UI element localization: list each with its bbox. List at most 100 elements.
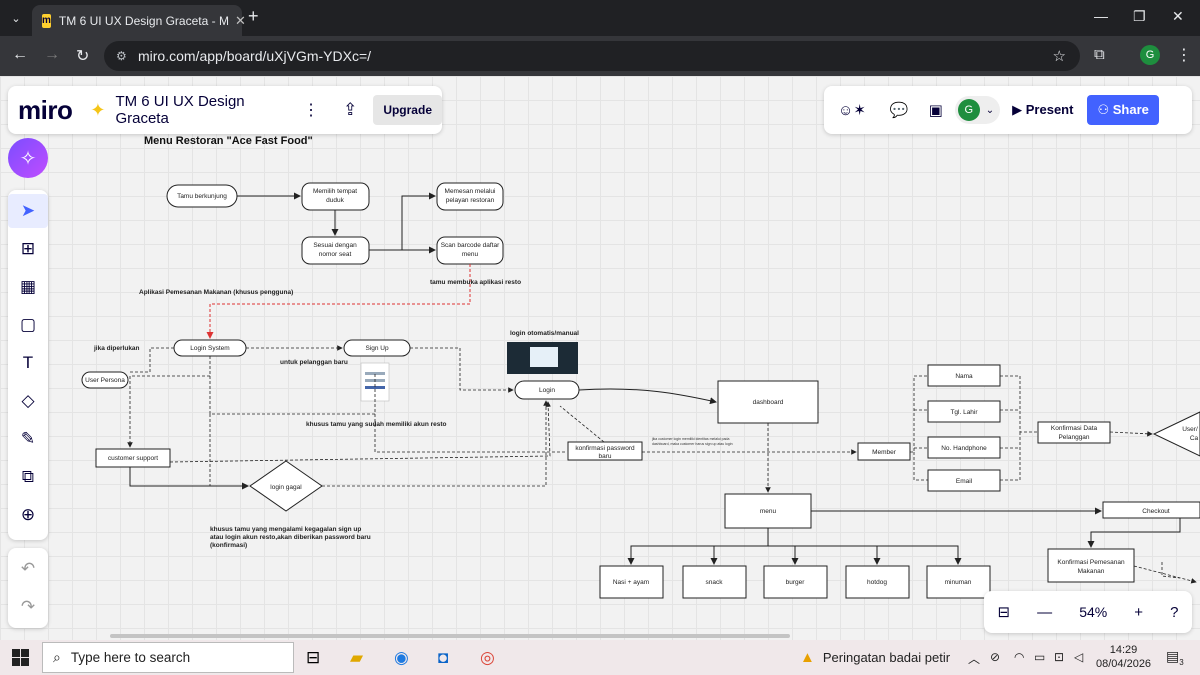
zoom-in-icon[interactable]: + [1134, 603, 1144, 621]
note-jika-diperlukan: jika diperlukan [93, 345, 140, 352]
node-nama [927, 364, 1001, 387]
windows-taskbar: ⌕ Type here to search ⊟ ▰ ◉ ◘ ◎ ▲ Pering… [0, 640, 1200, 675]
node-konfirmasi-pesanan [1047, 548, 1135, 583]
new-tab-icon[interactable]: + [248, 6, 259, 26]
weather-widget[interactable]: ▲ Peringatan badai petir [800, 649, 950, 666]
pen-icon[interactable]: ✎ [20, 429, 36, 448]
zoom-panel: ⊟ — 54% + ? [984, 591, 1192, 633]
clock-date: 08/04/2026 [1096, 658, 1152, 670]
battery-icon[interactable]: ▭ [1034, 650, 1046, 664]
forward-icon[interactable]: → [44, 46, 60, 63]
tab-title: TM 6 UI UX Design Graceta - M [58, 13, 229, 28]
windows-start-icon[interactable] [12, 649, 29, 666]
present-button[interactable]: ▶ Present [1012, 102, 1074, 117]
node-user-decision [1152, 411, 1200, 457]
chevron-down-icon: ⌄ [985, 104, 995, 116]
video-call-icon[interactable]: ▣ [928, 102, 943, 119]
extensions-icon[interactable]: ⧉ [1094, 46, 1105, 63]
tiny-note-2: dashboard, maka customer harus sign up a… [652, 442, 733, 446]
profile-avatar[interactable]: G [1140, 45, 1160, 65]
node-menu [724, 493, 812, 529]
export-icon[interactable]: ⇪ [343, 100, 358, 119]
select-tool-icon[interactable]: ➤ [8, 194, 48, 228]
ai-assistant-button[interactable]: ✧ [8, 138, 48, 178]
address-bar[interactable]: ⚙ miro.com/app/board/uXjVGm-YDXc=/ ☆ [104, 41, 1080, 71]
collaboration-panel: ☺✶ 💬 ▣ G ⌄ ▶ Present ⚇ Share [824, 86, 1192, 134]
more-tools-icon[interactable]: ⊕ [20, 505, 36, 524]
node-konfirmasi-password [567, 441, 643, 461]
search-placeholder: Type here to search [70, 650, 191, 665]
zoom-out-icon[interactable]: — [1037, 603, 1053, 621]
text-tool-icon[interactable]: T [22, 353, 34, 372]
file-explorer-icon[interactable]: ▰ [350, 648, 364, 667]
node-dashboard [717, 380, 819, 424]
reload-icon[interactable]: ↻ [76, 48, 90, 65]
sticky-note-icon[interactable]: ▢ [19, 315, 37, 334]
app-tray-icon[interactable]: ⊡ [1054, 650, 1065, 664]
show-hidden-icons-icon[interactable]: ︿ [968, 652, 981, 666]
taskbar-clock[interactable]: 14:29 08/04/2026 [1096, 643, 1151, 671]
node-customer-support [95, 448, 171, 468]
upgrade-button[interactable]: Upgrade [373, 95, 442, 125]
tab-search-icon[interactable]: ⌄ [11, 12, 21, 25]
weather-text: Peringatan badai petir [822, 650, 951, 665]
signup-screenshot-field [365, 372, 385, 375]
user-avatar: G [957, 99, 980, 121]
task-view-icon[interactable]: ⊟ [306, 648, 321, 667]
miro-board-canvas[interactable]: Menu Restoran "Ace Fast Food" Tamu berku… [0, 76, 1200, 640]
notification-icon[interactable]: ▤3 [1166, 648, 1184, 667]
share-button[interactable]: ⚇ Share [1087, 95, 1159, 125]
node-snack [682, 565, 747, 599]
sparkle-icon[interactable]: ✦ [90, 99, 106, 120]
site-info-icon[interactable]: ⚙ [116, 49, 127, 63]
miro-logo[interactable]: miro [18, 94, 73, 125]
label-konfirmasi-data-1: Konfirmasi Data [1051, 425, 1098, 432]
warning-icon: ▲ [800, 649, 815, 666]
apps-icon[interactable]: ⧉ [21, 467, 35, 486]
browser-tab[interactable]: m TM 6 UI UX Design Graceta - M ✕ [32, 5, 246, 36]
label-seat-1: Sesuai dengan [313, 242, 357, 249]
label-hotdog: hotdog [867, 579, 887, 586]
label-burger: burger [786, 579, 806, 586]
edge-icon[interactable]: ◉ [394, 648, 409, 667]
templates-icon[interactable]: ⊞ [20, 239, 36, 258]
collaborators-menu[interactable]: G ⌄ [954, 96, 1001, 124]
shapes-icon[interactable]: ◇ [21, 391, 35, 410]
label-sign-up: Sign Up [365, 345, 389, 352]
node-tgl-lahir [927, 400, 1001, 423]
taskbar-search[interactable]: ⌕ Type here to search [42, 642, 294, 673]
undo-icon[interactable]: ↶ [20, 559, 36, 578]
help-icon[interactable]: ? [1170, 603, 1179, 621]
chrome-icon[interactable]: ◎ [480, 648, 495, 667]
frame-icon[interactable]: ▦ [19, 277, 37, 296]
back-icon[interactable]: ← [12, 46, 28, 63]
note-tamu-membuka: tamu membuka aplikasi resto [430, 279, 521, 286]
restore-icon[interactable]: ❐ [1133, 8, 1146, 24]
redo-icon[interactable]: ↷ [20, 597, 36, 616]
label-minuman: minuman [945, 579, 972, 586]
note-khusus-akun: khusus tamu yang sudah memiliki akun res… [306, 421, 447, 428]
tab-close-icon[interactable]: ✕ [234, 12, 246, 28]
minimize-icon[interactable]: — [1094, 8, 1108, 24]
board-scrollbar[interactable] [110, 634, 790, 638]
wifi-icon[interactable]: ◠ [1014, 650, 1025, 664]
node-user-persona [81, 371, 129, 389]
zoom-level[interactable]: 54% [1079, 604, 1108, 620]
fit-view-icon[interactable]: ⊟ [997, 604, 1011, 621]
node-minuman [926, 565, 991, 599]
reactions-icon[interactable]: ☺✶ [838, 102, 866, 119]
board-header-panel: miro ✦ TM 6 UI UX Design Graceta ⋮ ⇪ Upg… [8, 86, 442, 134]
bookmark-star-icon[interactable]: ☆ [1052, 48, 1066, 65]
volume-icon[interactable]: ◁ [1074, 650, 1084, 664]
label-scan-1: Scan barcode daftar [441, 242, 500, 249]
window-close-icon[interactable]: ✕ [1172, 8, 1184, 24]
chat-icon[interactable]: 💬 [889, 102, 909, 119]
outlook-icon[interactable]: ◘ [438, 648, 449, 667]
network-off-icon[interactable]: ⊘ [990, 650, 1001, 664]
note-login-otomatis: login otomatis/manual [510, 330, 579, 337]
note-pelanggan-baru: untuk pelanggan baru [280, 359, 348, 366]
browser-menu-icon[interactable]: ⋮ [1176, 47, 1192, 64]
board-title[interactable]: TM 6 UI UX Design Graceta [115, 93, 245, 127]
board-menu-icon[interactable]: ⋮ [303, 102, 320, 119]
label-menu: menu [760, 508, 777, 515]
